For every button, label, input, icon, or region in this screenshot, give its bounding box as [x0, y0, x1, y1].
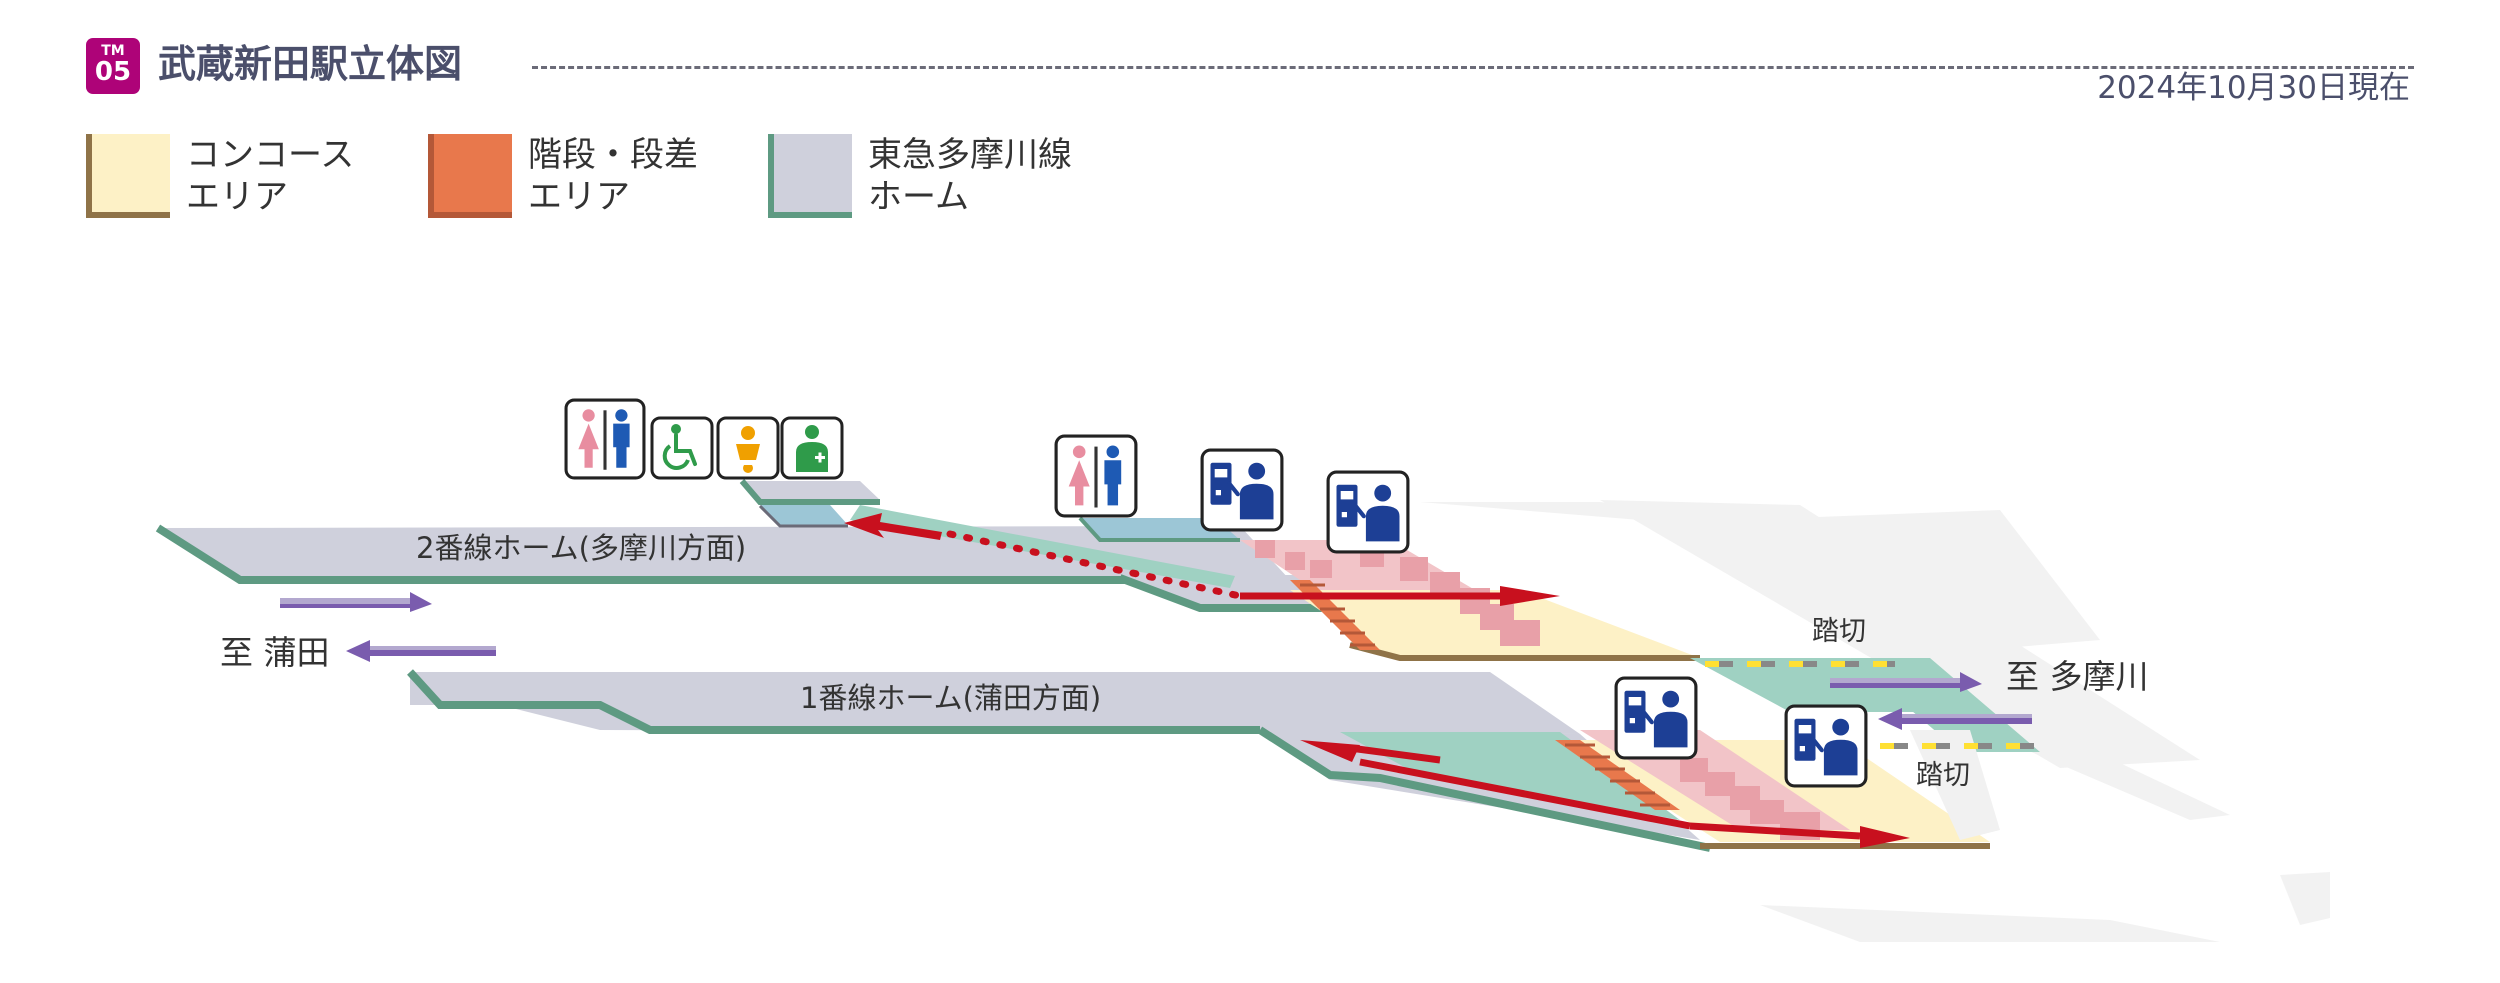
ticket-gate-staff-icon — [1786, 706, 1866, 786]
legend-platform-line2: ホーム — [868, 177, 969, 217]
ticket-gate-staff-icon — [1616, 678, 1696, 758]
legend-platform-line1: 東急多摩川線 — [868, 135, 1072, 175]
title-divider — [532, 66, 2414, 69]
restroom-icon — [1054, 434, 1138, 518]
legend-stairs-swatch — [428, 134, 512, 218]
accessible-toilet-icon — [650, 416, 714, 480]
diagram-labels: 2番線ホーム(多摩川方面) 1番線ホーム(蒲田方面) 至 蒲田 至 多摩川 踏切… — [220, 531, 2149, 791]
restroom-icon — [564, 398, 646, 480]
crossing-north-label: 踏切 — [1812, 616, 1866, 647]
as-of-date: 2024年10月30日現在 — [2097, 70, 2410, 106]
legend-concourse-line1: コンコース — [186, 135, 355, 175]
north-upper-concourse — [739, 479, 1240, 588]
ostomate-icon — [780, 416, 844, 480]
legend-stairs-label: 階段・段差 エリア — [528, 134, 698, 218]
arrow-left-icon — [346, 640, 496, 662]
station-number: 05 — [94, 57, 132, 87]
platform-2-label: 2番線ホーム(多摩川方面) — [416, 531, 746, 565]
ticket-gate-staff-icon — [1202, 450, 1282, 530]
baby-care-icon — [716, 416, 780, 480]
platform-1-label: 1番線ホーム(蒲田方面) — [800, 681, 1101, 715]
to-kamata-label: 至 蒲田 — [220, 633, 330, 672]
legend-concourse-line2: エリア — [186, 177, 288, 217]
legend-concourse-label: コンコース エリア — [186, 134, 354, 218]
legend-platform-swatch — [768, 134, 852, 218]
ground-shading — [1420, 500, 2330, 942]
line-number-badge: TM 05 — [86, 38, 140, 94]
page-title: 武蔵新田駅立体図 — [158, 42, 463, 86]
arrow-left-icon — [1878, 708, 2032, 730]
crossing-south-label: 踏切 — [1916, 760, 1970, 791]
legend-stairs-line1: 階段・段差 — [528, 135, 698, 175]
accessible-route — [844, 513, 1910, 848]
to-tamagawa-label: 至 多摩川 — [2006, 657, 2149, 696]
direction-arrows — [280, 592, 2032, 730]
legend-stairs-line2: エリア — [528, 177, 630, 217]
legend-platform-label: 東急多摩川線 ホーム — [868, 134, 1072, 218]
ticket-gate-staff-icon — [1328, 472, 1408, 552]
legend-concourse-swatch — [86, 134, 170, 218]
line-code: TM — [101, 43, 125, 59]
